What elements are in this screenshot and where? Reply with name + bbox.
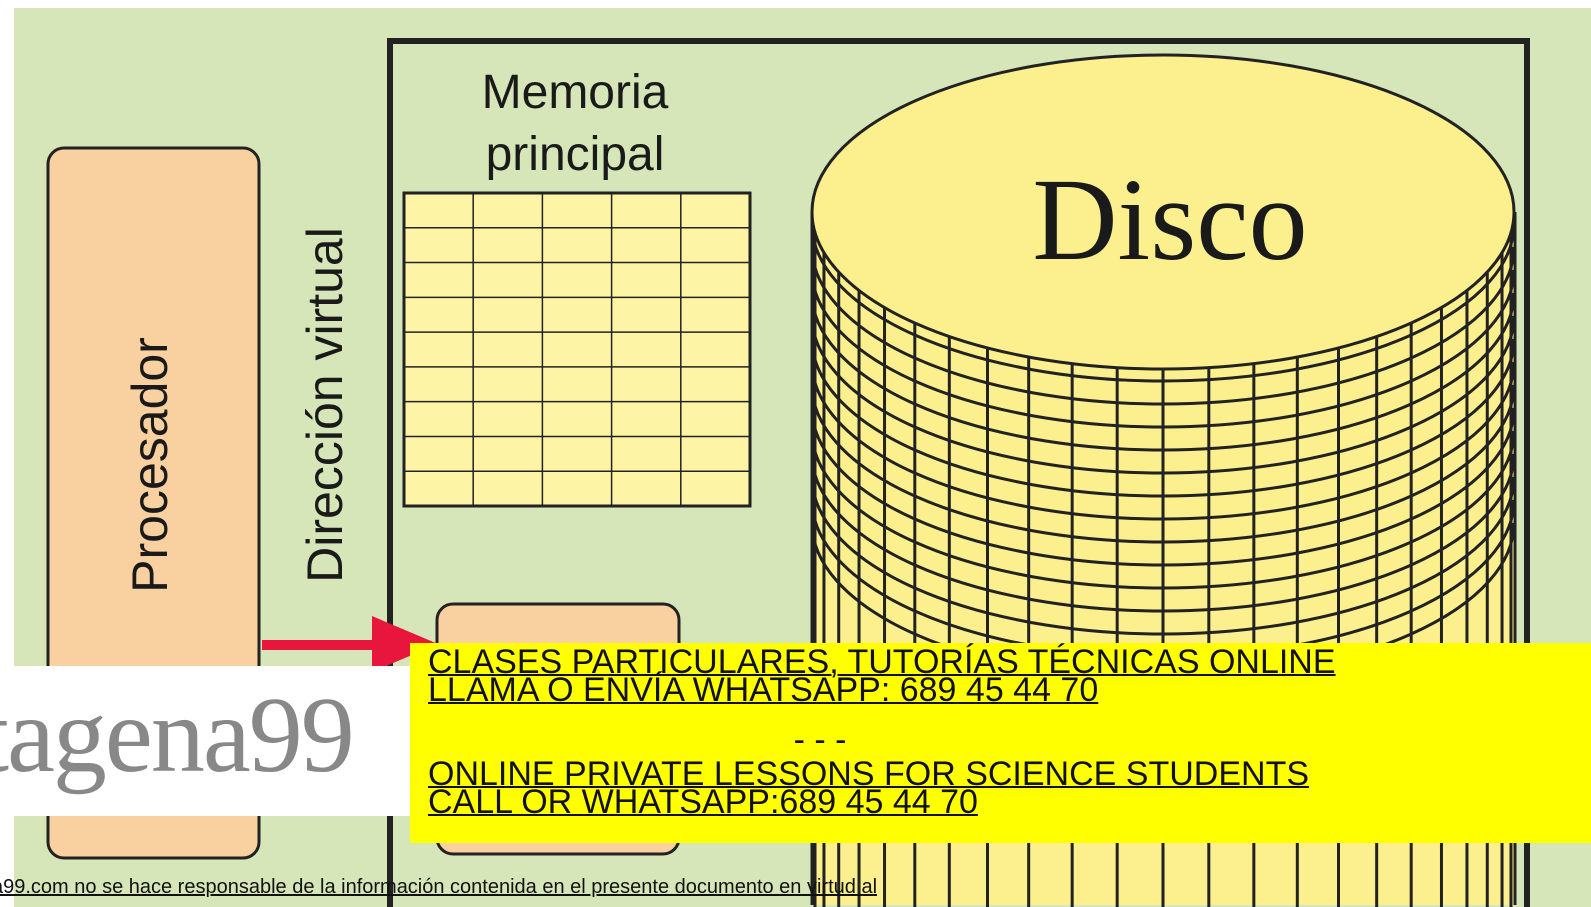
- main-memory-label: Memoria principal: [420, 62, 730, 186]
- disk-top: [810, 53, 1516, 371]
- banner-line-3[interactable]: ONLINE PRIVATE LESSONS FOR SCIENCE STUDE…: [428, 755, 1310, 793]
- disk-label: Disco: [1032, 154, 1308, 285]
- virtual-address-arrow: [262, 616, 438, 672]
- memory-system-box: [387, 38, 1530, 907]
- processor-label: Procesador: [122, 337, 178, 593]
- banner-separator: - - -: [793, 721, 847, 759]
- banner-line-4[interactable]: CALL OR WHATSAPP:689 45 44 70: [428, 783, 978, 821]
- virtual-address-label: Dirección virtual: [297, 227, 353, 583]
- main-memory-label-line1: Memoria: [481, 66, 669, 119]
- banner-line-1[interactable]: CLASES PARTICULARES, TUTORÍAS TÉCNICAS O…: [428, 643, 1336, 681]
- ad-banner[interactable]: CLASES PARTICULARES, TUTORÍAS TÉCNICAS O…: [410, 643, 1591, 843]
- logo-text: rtagena99: [0, 676, 355, 795]
- main-memory-grid: [402, 191, 752, 508]
- main-memory-label-line2: principal: [485, 128, 665, 181]
- watermark-logo: rtagena99: [0, 666, 410, 816]
- footer-disclaimer[interactable]: a99.com no se hace responsable de la inf…: [0, 876, 878, 898]
- banner-line-2[interactable]: LLAMA O ENVÍA WHATSAPP: 689 45 44 70: [428, 671, 1099, 709]
